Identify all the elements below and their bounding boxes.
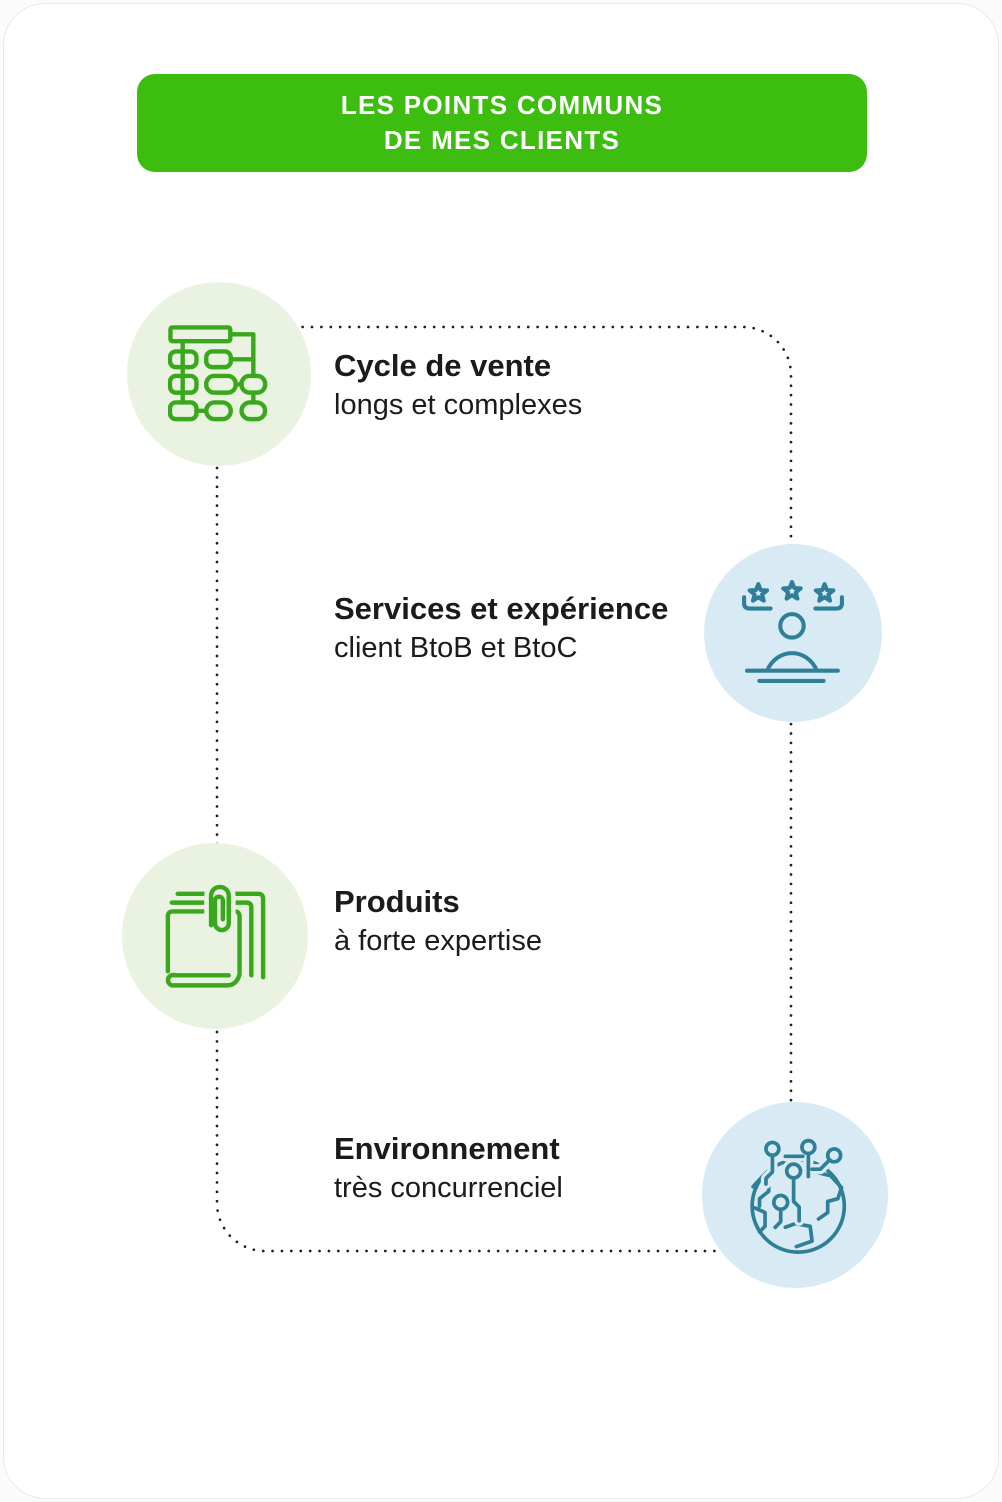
item-subtitle: longs et complexes — [334, 389, 583, 421]
item-subtitle: très concurrenciel — [334, 1172, 563, 1204]
bubble-produits — [122, 843, 308, 1029]
bubble-environnement — [702, 1102, 888, 1288]
bubble-cycle-de-vente — [127, 282, 311, 466]
sitemap-flowchart-icon — [168, 325, 268, 422]
infographic-card: LES POINTS COMMUNS DE MES CLIENTS — [3, 3, 999, 1499]
item-subtitle: à forte expertise — [334, 925, 542, 957]
global-network-globe-icon — [750, 1135, 847, 1254]
customer-rating-person-icon — [742, 580, 844, 683]
header-title-line2: DE MES CLIENTS — [383, 125, 621, 155]
documents-paperclip-icon — [165, 882, 266, 988]
item-services-experience: Services et expérience client BtoB et Bt… — [334, 588, 668, 668]
item-title: Services et expérience — [334, 591, 669, 626]
item-cycle-de-vente: Cycle de vente longs et complexes — [334, 345, 582, 425]
item-title: Environnement — [334, 1131, 560, 1166]
dotted-connector-path — [215, 325, 793, 1253]
item-title: Cycle de vente — [334, 348, 552, 383]
header-banner: LES POINTS COMMUNS DE MES CLIENTS — [137, 74, 867, 172]
item-subtitle: client BtoB et BtoC — [334, 632, 578, 664]
item-environnement: Environnement très concurrenciel — [334, 1128, 563, 1208]
bubble-services-experience — [704, 544, 882, 722]
item-title: Produits — [334, 884, 460, 919]
header-title-line1: LES POINTS COMMUNS — [340, 90, 664, 120]
item-produits: Produits à forte expertise — [334, 881, 542, 961]
